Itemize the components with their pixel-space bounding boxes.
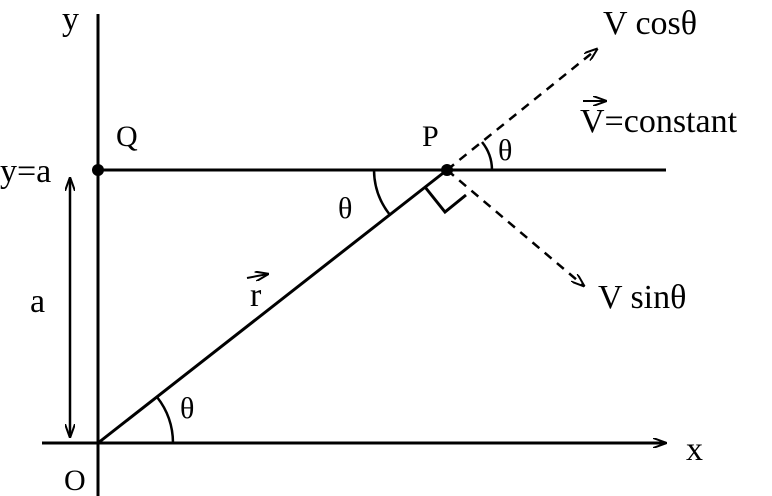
point-q-label: Q — [116, 120, 138, 153]
theta-p-inner-label: θ — [338, 192, 352, 225]
position-vector-r — [97, 168, 448, 445]
vector-r-label: r — [250, 277, 262, 314]
v-cos-label: V cosθ — [603, 5, 697, 42]
origin-label: O — [64, 464, 86, 496]
point-q-dot — [92, 164, 104, 176]
velocity-constant-label: V=constant — [580, 103, 738, 140]
angle-arc-origin — [156, 396, 175, 444]
y-equals-a-label: y=a — [0, 153, 51, 190]
point-p-label: P — [422, 120, 439, 153]
vector-r-overarrow — [246, 274, 268, 278]
distance-a-label: a — [30, 283, 45, 320]
v-cos-component-arrow — [446, 49, 597, 171]
theta-p-outer-label: θ — [498, 134, 512, 167]
x-axis-label: x — [686, 431, 703, 468]
theta-origin-label: θ — [180, 392, 194, 425]
angle-arc-p-outer — [481, 141, 494, 171]
v-sin-component-arrow — [446, 169, 584, 286]
y-axis-label: y — [62, 1, 79, 38]
right-angle-mark — [423, 186, 467, 215]
angle-arc-p-inner — [372, 169, 391, 216]
point-p-dot — [441, 164, 453, 176]
v-sin-label: V sinθ — [598, 279, 686, 316]
